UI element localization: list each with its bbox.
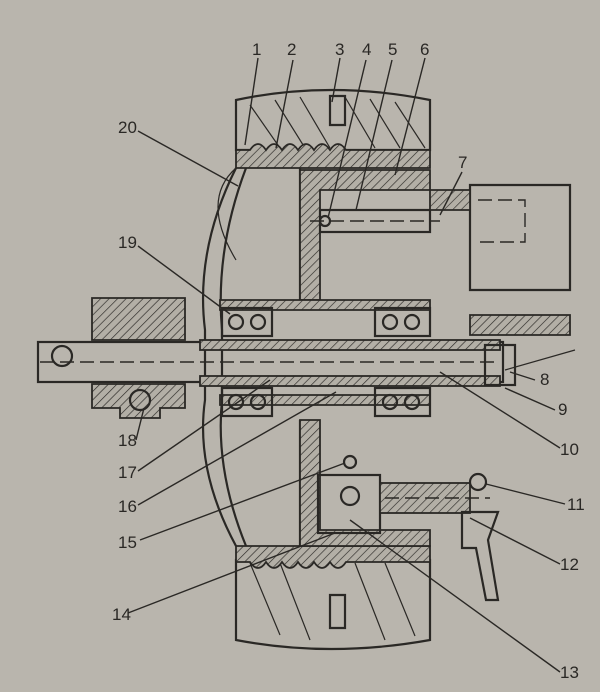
callout-12: 12 [560, 555, 579, 574]
leader-18 [135, 407, 145, 441]
callout-labels: 1 2 3 4 5 6 7 8 9 10 11 12 13 14 15 16 1… [112, 40, 585, 682]
lower-cam-lever [316, 454, 500, 602]
leader-4 [327, 59, 367, 219]
callout-17: 17 [118, 463, 137, 482]
bearings [220, 306, 432, 418]
callout-10: 10 [560, 440, 579, 459]
callout-15: 15 [118, 533, 137, 552]
leader-5 [355, 59, 393, 211]
leader-12 [469, 517, 561, 565]
callout-18: 18 [118, 431, 137, 450]
callout-20: 20 [118, 118, 137, 137]
leader-1 [244, 57, 259, 146]
leader-11 [485, 483, 566, 505]
callout-1: 1 [252, 40, 261, 59]
leader-17 [137, 379, 271, 472]
leader-6 [394, 57, 426, 176]
axle-shaft [36, 339, 517, 387]
leader-19 [137, 245, 231, 315]
callout-7: 7 [458, 153, 467, 172]
callout-6: 6 [420, 40, 429, 59]
right-housing [429, 183, 576, 371]
callout-3: 3 [335, 40, 344, 59]
leader-14 [127, 532, 336, 614]
leader-lines [127, 57, 566, 673]
callout-9: 9 [558, 400, 567, 419]
callout-19: 19 [118, 233, 137, 252]
leader-13 [349, 519, 561, 673]
leader-7 [439, 171, 463, 216]
leader-2 [275, 59, 294, 149]
wheel-disc [201, 167, 302, 547]
callout-16: 16 [118, 497, 137, 516]
callout-2: 2 [287, 40, 296, 59]
callout-13: 13 [560, 663, 579, 682]
leader-16 [137, 391, 337, 506]
leader-10 [439, 371, 561, 449]
leader-3 [331, 57, 341, 103]
callout-5: 5 [388, 40, 397, 59]
leader-8 [509, 371, 536, 381]
tire [234, 88, 432, 651]
rim [235, 143, 431, 569]
left-bracket [91, 297, 186, 419]
leader-20 [137, 130, 239, 187]
callout-8: 8 [540, 370, 549, 389]
callout-4: 4 [362, 40, 371, 59]
valve-stems [328, 94, 347, 630]
callout-11: 11 [567, 495, 585, 514]
leader-9 [504, 387, 556, 411]
callout-14: 14 [112, 605, 131, 624]
upper-pin [310, 208, 440, 234]
leader-15 [139, 462, 346, 541]
